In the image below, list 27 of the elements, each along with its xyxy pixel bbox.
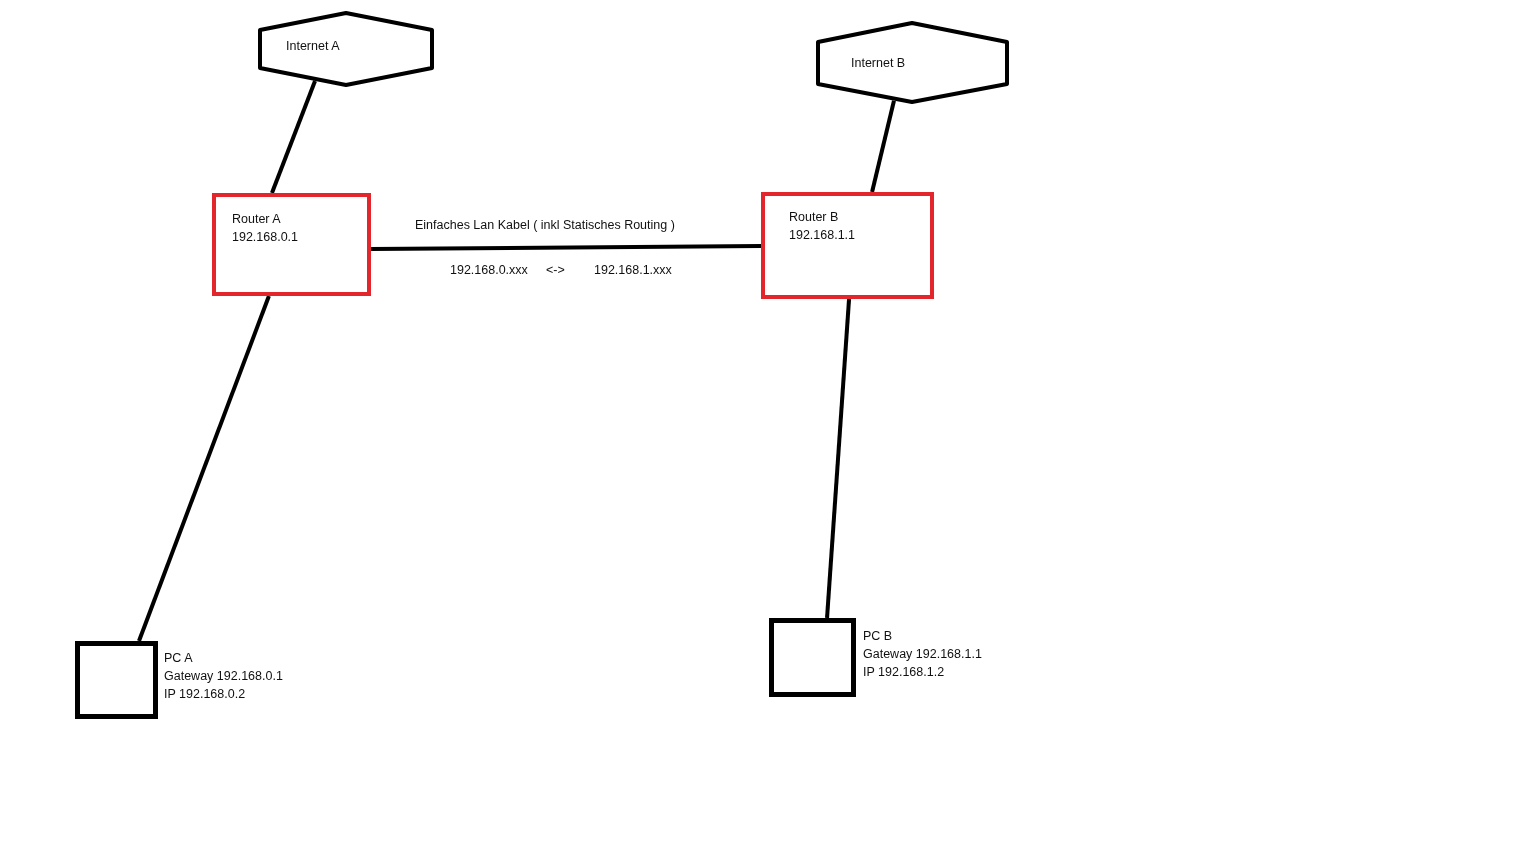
- connector-line: [137, 295, 271, 642]
- router-box: [212, 193, 371, 296]
- node-label: Internet B: [851, 56, 906, 71]
- connector-line: [870, 100, 896, 193]
- edge-label: Einfaches Lan Kabel ( inkl Statisches Routing ): [415, 218, 675, 233]
- node-caption: PC A: [164, 650, 193, 667]
- node-label: Router B: [789, 209, 839, 226]
- node-caption: IP 192.168.1.2: [863, 664, 945, 681]
- connector-line: [270, 80, 317, 194]
- node-caption: Gateway 192.168.1.1: [863, 646, 982, 663]
- node-label: 192.168.1.1: [789, 227, 856, 244]
- direction-text: <->: [546, 263, 565, 278]
- connector-line: [371, 244, 761, 252]
- node-caption: PC B: [863, 628, 893, 645]
- node-label: 192.168.0.1: [232, 229, 299, 246]
- network-hexagon: [258, 11, 434, 87]
- node-caption: Gateway 192.168.0.1: [164, 668, 283, 685]
- ip-range-label: 192.168.1.xxx: [594, 263, 672, 278]
- ip-range-label: 192.168.0.xxx: [450, 263, 528, 278]
- router-box: [761, 192, 934, 299]
- node-caption: IP 192.168.0.2: [164, 686, 246, 703]
- node-label: Router A: [232, 211, 281, 228]
- network-hexagon: [816, 21, 1009, 104]
- computer-box: [769, 618, 856, 697]
- node-label: Internet A: [286, 39, 340, 54]
- connector-line: [825, 298, 852, 619]
- computer-box: [75, 641, 158, 719]
